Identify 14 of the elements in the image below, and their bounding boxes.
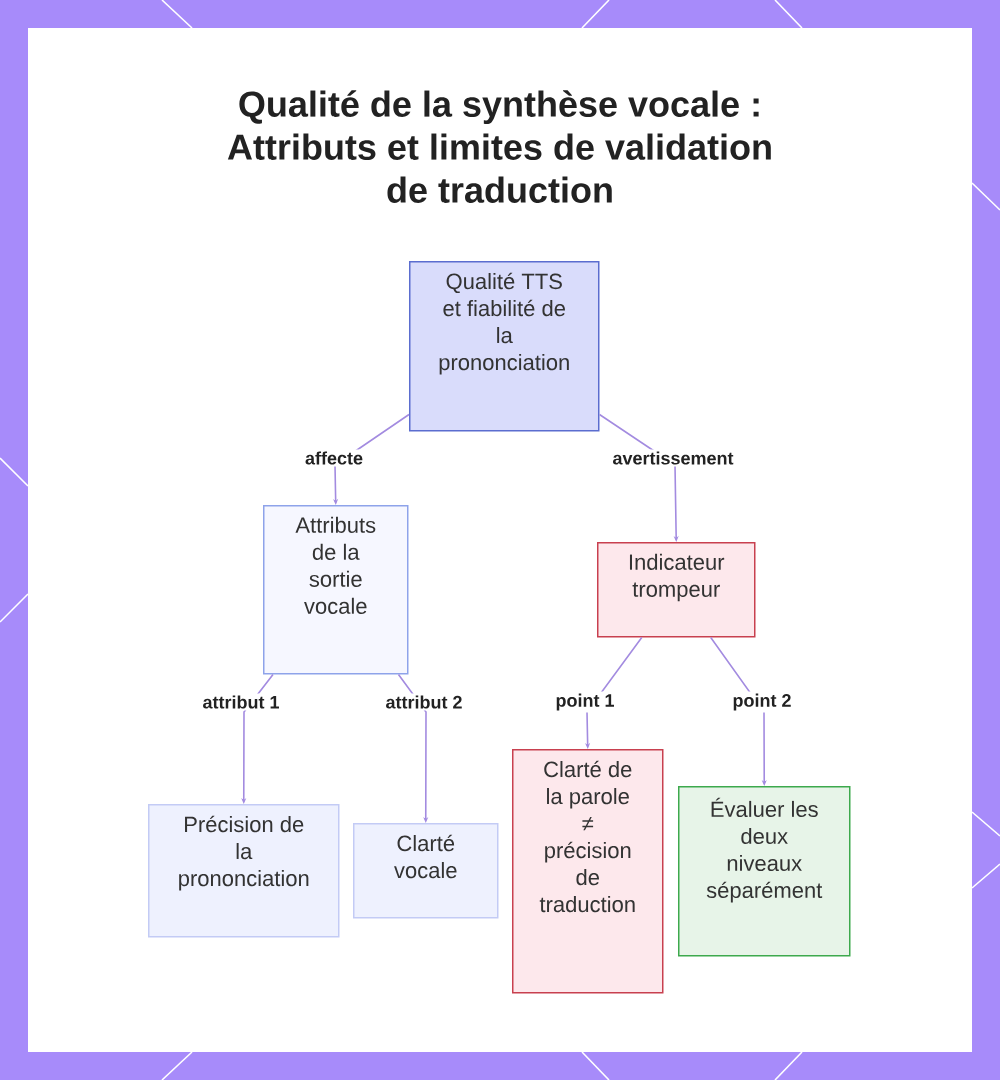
process-box: Évaluer les deux niveaux séparément	[678, 786, 851, 957]
title: Qualité de la synthèse vocale : Attributs et limites de validation de traduction	[227, 90, 771, 203]
process-box: Clarté vocale	[353, 823, 499, 919]
edge-label: attribut 2	[383, 693, 465, 711]
connector-arrow	[709, 636, 767, 786]
process-box: Clarté de la parole ≠ précision de traduction	[512, 749, 664, 994]
edge-label: avertissement	[610, 449, 736, 467]
edge-label: attribut 1	[200, 693, 282, 711]
process-box: Précision de la prononciation	[148, 804, 340, 938]
process-box: Indicateur trompeur	[597, 542, 756, 638]
connector-arrow	[397, 673, 429, 823]
process-box: Attributs de la sortie vocale	[263, 505, 409, 675]
edge-label: affecte	[303, 449, 365, 467]
process-box: Qualité TTS et fiabilité de la prononciation	[409, 261, 600, 432]
